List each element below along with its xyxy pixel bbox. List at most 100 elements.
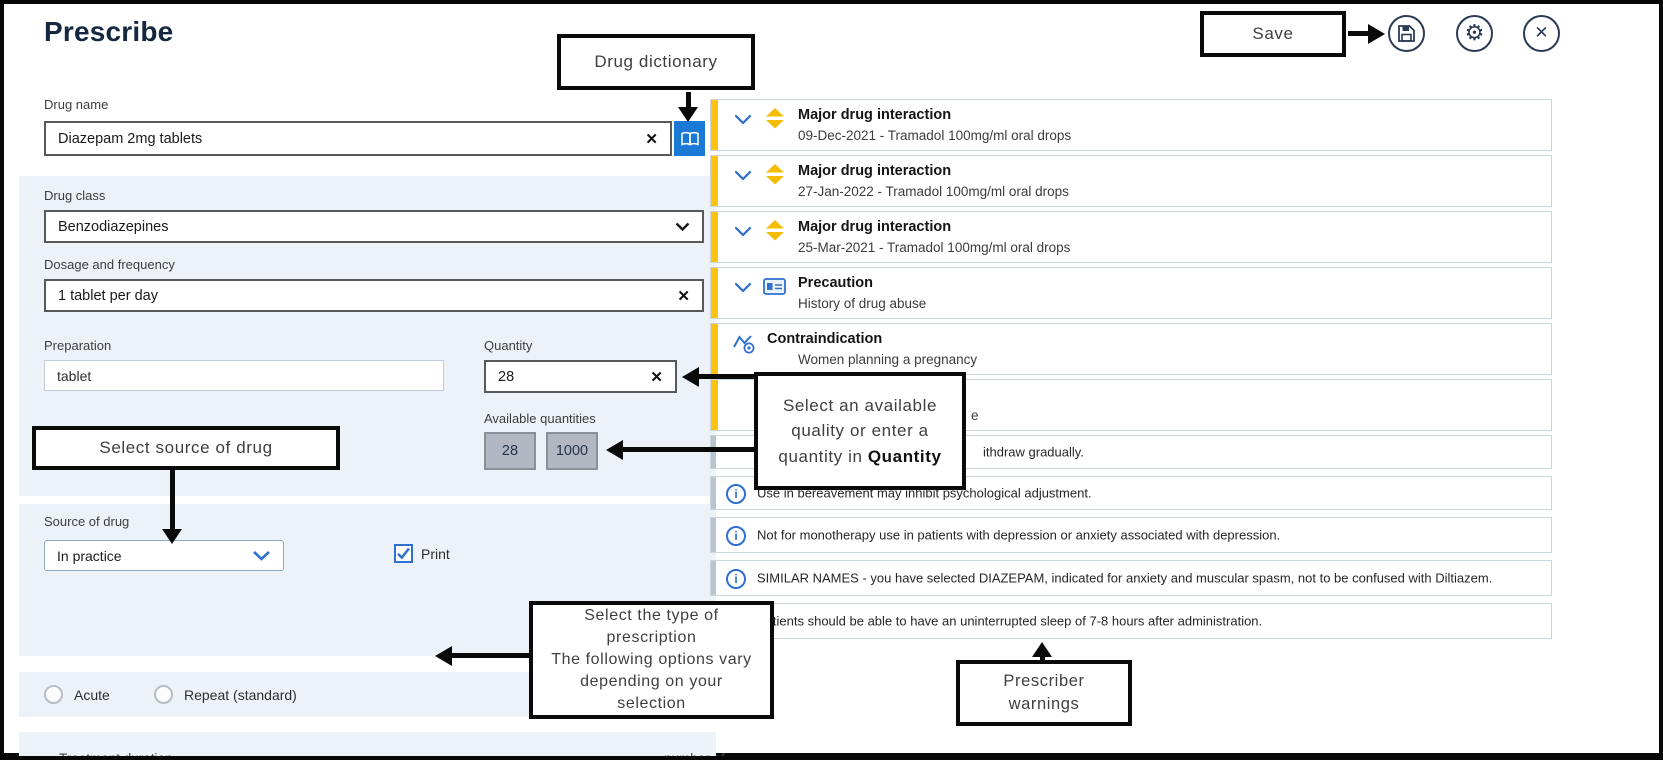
info-row-bereavement: i Use in bereavement may inhibit psychol… [710,476,1552,510]
drug-name-input[interactable]: Diazepam 2mg tablets ✕ [44,121,672,156]
clear-icon[interactable]: ✕ [677,287,690,305]
clear-icon[interactable]: ✕ [650,368,663,386]
info-text: Not for monotherapy use in patients with… [757,527,1281,543]
print-checkbox[interactable] [394,544,413,563]
available-quantity-28: 28 [501,443,519,459]
print-label: Print [421,546,450,562]
warning-detail: 27-Jan-2022 - Tramadol 100mg/ml oral dro… [798,184,1069,199]
source-callout: Select source of drug [32,426,340,470]
quantity-label: Quantity [484,338,533,353]
info-icon: i [726,569,746,589]
dosage-input[interactable]: 1 tablet per day ✕ [44,279,704,312]
warning-accent-bar [711,156,718,206]
radio-acute[interactable] [44,685,63,704]
quantity-callout: Select an available quality or enter a q… [754,372,966,490]
info-icon: i [726,484,746,504]
info-text-fragment: ithdraw gradually. [983,444,1084,460]
chevron-down-icon[interactable] [735,115,751,124]
bottom-cutoff-text-right: number of [664,751,725,760]
info-accent-bar [711,436,716,468]
warning-diamond-icon [766,220,784,241]
annotation-arrow-dictionary [686,92,691,108]
preparation-input: tablet [44,360,444,391]
annotation-arrow-quantity [698,374,754,379]
close-button[interactable]: ✕ [1523,15,1560,52]
warning-title: Contraindication [767,331,883,347]
prescriber-callout-line2: warnings [1008,695,1080,713]
warning-card-interaction-3[interactable]: Major drug interaction 25-Mar-2021 - Tra… [710,211,1552,263]
save-button[interactable] [1388,15,1425,52]
dosage-value: 1 tablet per day [58,287,158,304]
annotation-arrowhead-save [1368,24,1385,44]
page-title: Prescribe [44,16,174,47]
chevron-down-icon[interactable] [735,283,751,292]
info-text: Patients should be able to have an unint… [757,613,1263,629]
save-callout: Save [1200,11,1346,57]
rx-callout-line4: depending on your [580,673,723,691]
rx-callout-line3: The following options vary [551,650,752,668]
available-quantity-button-28[interactable]: 28 [484,432,536,470]
source-of-drug-select[interactable]: In practice [44,540,284,571]
drug-dictionary-callout: Drug dictionary [557,34,755,90]
clear-icon[interactable]: ✕ [645,130,658,148]
warning-accent-bar [711,380,718,430]
preparation-label: Preparation [44,338,112,353]
drug-class-select[interactable]: Benzodiazepines [44,210,704,243]
warning-detail: 09-Dec-2021 - Tramadol 100mg/ml oral dro… [798,128,1072,143]
info-row-monotherapy: i Not for monotherapy use in patients wi… [710,517,1552,553]
quantity-value: 28 [498,368,515,385]
annotation-arrowhead-prescription-type [435,646,452,666]
warning-card-interaction-1[interactable]: Major drug interaction 09-Dec-2021 - Tra… [710,99,1552,151]
prescription-type-callout: Select the type of prescription The foll… [529,601,774,719]
save-callout-text: Save [1252,24,1294,44]
radio-acute-label: Acute [74,687,110,703]
info-accent-bar [711,477,716,509]
warning-title: Precaution [798,275,873,291]
info-text: SIMILAR NAMES - you have selected DIAZEP… [757,570,1493,586]
settings-button[interactable]: ⚙ [1456,15,1493,52]
warning-card-contraindication[interactable]: Contraindication Women planning a pregna… [710,323,1552,375]
warning-card-precaution[interactable]: Precaution History of drug abuse [710,267,1552,319]
warning-card-interaction-2[interactable]: Major drug interaction 27-Jan-2022 - Tra… [710,155,1552,207]
warning-accent-bar [711,268,718,318]
chevron-down-icon[interactable] [735,227,751,236]
rx-callout-line1: Select the type of [584,606,719,624]
open-book-icon [680,131,699,146]
bottom-panel-cutoff [19,732,716,756]
warning-accent-bar [711,324,718,374]
quantity-callout-line3: quantity in Quantity [778,444,941,470]
warning-accent-bar [711,100,718,150]
prescriber-warnings-callout: Prescriber warnings [956,660,1132,726]
precaution-card-icon [763,278,786,295]
radio-repeat-standard[interactable] [154,685,173,704]
rx-callout-line2: prescription [606,628,697,646]
preparation-value: tablet [57,367,92,384]
chevron-down-icon[interactable] [675,222,690,231]
check-icon [397,547,410,560]
quantity-callout-line3-prefix: quantity in [778,446,868,466]
chevron-down-icon[interactable] [252,550,271,561]
warning-detail-fragment: e [971,408,979,423]
source-of-drug-value: In practice [57,547,122,564]
warning-title: Major drug interaction [798,219,952,235]
info-accent-bar [711,561,716,595]
available-quantity-button-1000[interactable]: 1000 [546,432,598,470]
info-accent-bar [711,518,716,552]
radio-repeat-standard-label: Repeat (standard) [184,687,297,703]
quantity-input[interactable]: 28 ✕ [484,360,677,393]
drug-dictionary-button[interactable] [674,121,705,156]
annotation-arrow-source [170,470,175,530]
annotation-arrowhead-quantity [682,367,699,387]
source-of-drug-label: Source of drug [44,514,130,529]
annotation-arrow-available-quantities [622,447,754,452]
frame-border-bottom [4,753,1659,756]
available-quantities-label: Available quantities [484,411,596,426]
quantity-callout-line2: quality or enter a [791,421,929,441]
info-row-sleep: i Patients should be able to have an uni… [710,603,1552,639]
warning-accent-bar [711,212,718,262]
save-icon [1398,25,1415,42]
warning-detail: 25-Mar-2021 - Tramadol 100mg/ml oral dro… [798,240,1071,255]
chevron-down-icon[interactable] [735,171,751,180]
info-icon: i [726,526,746,546]
